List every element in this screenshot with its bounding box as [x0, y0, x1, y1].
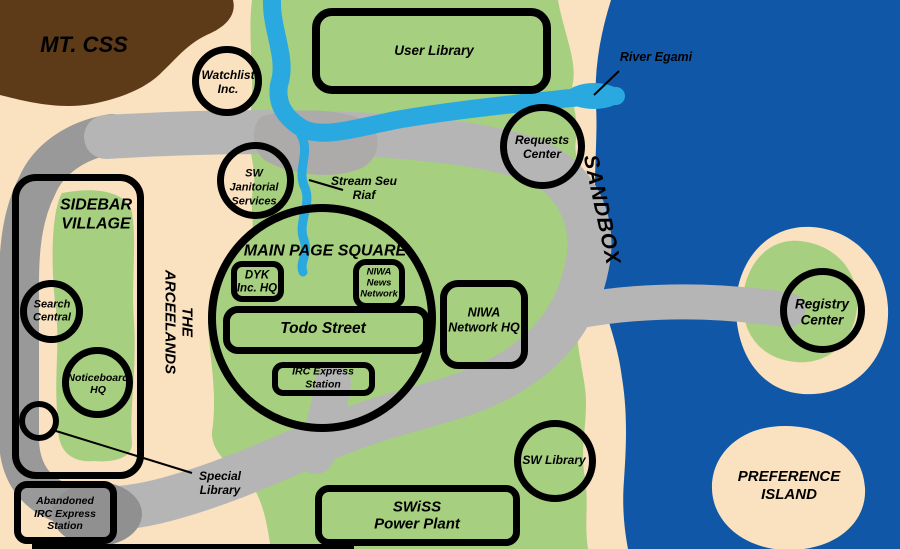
sw-janitorial-services-marker [217, 142, 294, 219]
search-central-marker [20, 280, 83, 343]
noticeboard-hq-marker [62, 347, 133, 418]
river-egami [263, 0, 625, 142]
bottom-edge-structure [32, 544, 354, 549]
river-egami-mouth [566, 83, 622, 109]
user-library-building [312, 8, 551, 94]
abandoned-road-end [52, 482, 142, 546]
swiss-power-plant-building [315, 485, 520, 546]
special-library-marker [19, 401, 59, 441]
requests-center-marker [500, 104, 585, 189]
stream-leader-line [308, 179, 344, 191]
river-egami-leader-line [593, 70, 620, 96]
registry-causeway [560, 284, 806, 329]
sidebar-village-boundary [12, 174, 144, 479]
dyk-inc-hq-building [231, 261, 284, 302]
main-page-square-boundary [208, 204, 436, 432]
registry-center-marker [780, 268, 865, 353]
special-library-leader-line [55, 430, 193, 474]
main-road [64, 110, 612, 531]
abandoned-irc-express-station-building [14, 481, 117, 544]
niwa-news-network-building [353, 259, 405, 309]
todo-street-building [223, 306, 430, 354]
niwa-network-hq-building [440, 280, 528, 369]
sw-library-marker [514, 420, 596, 502]
mt-css-mountain [0, 0, 234, 106]
preference-island [711, 425, 866, 549]
watchlist-inc-marker [192, 46, 262, 116]
irc-express-station-building [272, 362, 375, 396]
